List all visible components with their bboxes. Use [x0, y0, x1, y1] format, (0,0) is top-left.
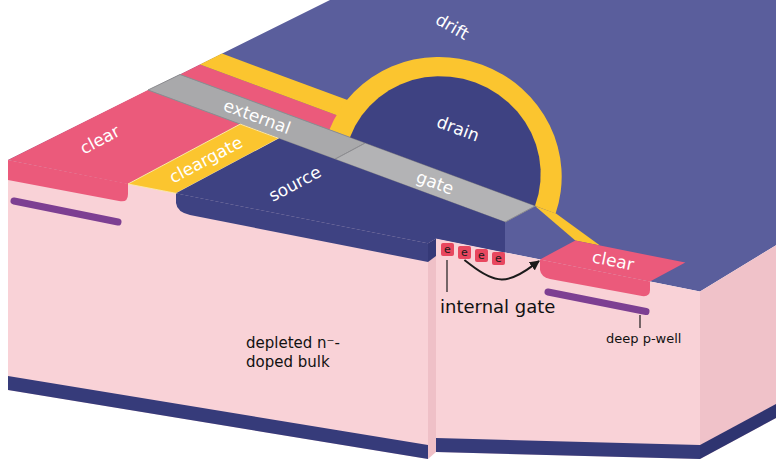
backside-contact: [700, 404, 776, 459]
leader-line: [639, 315, 640, 328]
backside-contact: [8, 376, 428, 459]
leader-line: [446, 260, 447, 292]
electron-label: e: [444, 243, 451, 256]
electron: e: [458, 246, 471, 259]
deep-p-well: [548, 292, 646, 312]
cut-face: [428, 239, 436, 459]
source-region-shape: [176, 138, 505, 253]
electron: e: [492, 252, 505, 265]
source-region-outline: [176, 138, 505, 252]
electron: e: [475, 249, 488, 262]
clear-region-outline: [540, 241, 685, 282]
backside-contact: [436, 438, 700, 459]
electron-label: e: [461, 246, 468, 259]
deep-p-well: [14, 201, 118, 222]
electron-label: e: [478, 249, 485, 262]
clear-region: clear: [540, 240, 686, 282]
bulk-label: depleted n⁻-doped bulk: [246, 334, 376, 372]
front-face: [436, 239, 700, 459]
side-face: [700, 245, 776, 459]
electron: e: [441, 243, 454, 256]
part-label: deep p-well: [606, 331, 681, 347]
source-region: source: [176, 138, 505, 253]
part-label: internal gate: [440, 296, 555, 319]
electron-label: e: [495, 252, 502, 265]
drift-ring-leg: [535, 206, 600, 246]
